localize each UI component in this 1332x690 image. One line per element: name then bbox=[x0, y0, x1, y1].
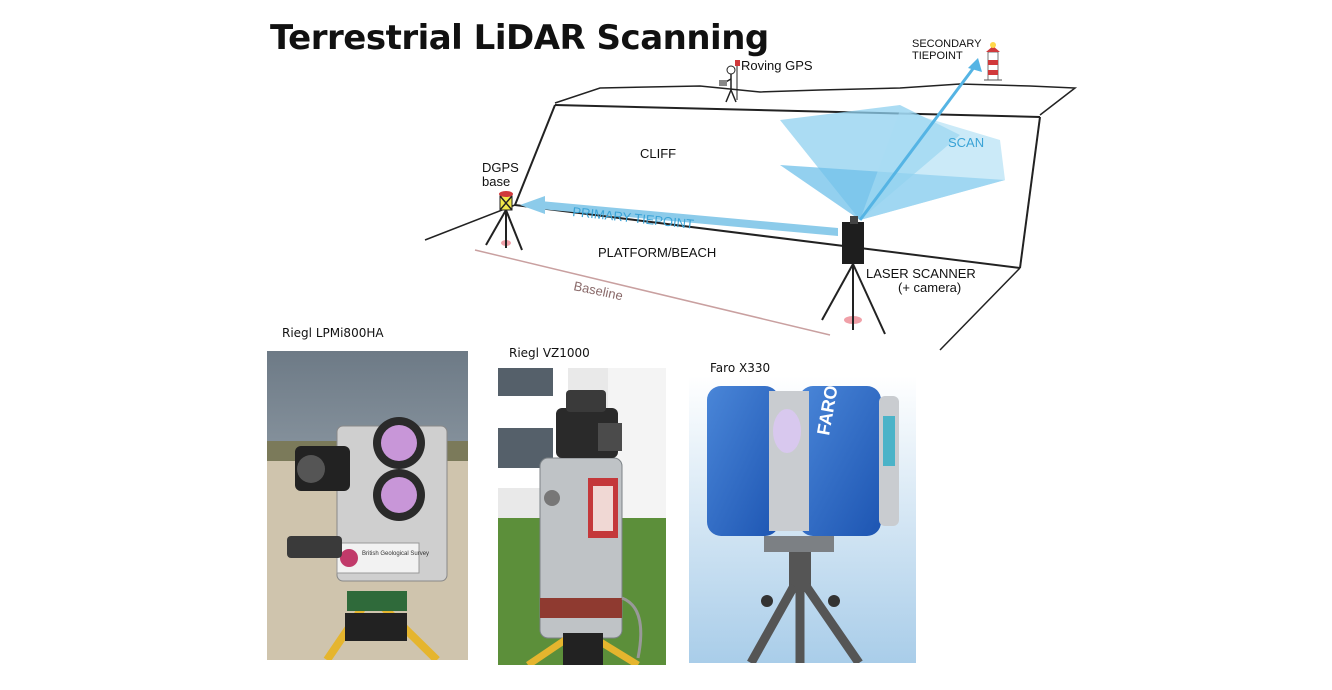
bgs-brand-text: British Geological Survey bbox=[362, 551, 429, 557]
secondary-tiepoint-label-line2: TIEPOINT bbox=[912, 50, 963, 62]
cliff-top-edge bbox=[554, 104, 1041, 118]
laser-scanner-label-line2: (+ camera) bbox=[898, 280, 961, 295]
cliff-base-edge bbox=[514, 204, 1021, 269]
platform-beach-label: PLATFORM/BEACH bbox=[598, 245, 716, 260]
cliff-right-edge bbox=[1019, 116, 1041, 269]
cliff-top-outline bbox=[554, 83, 1078, 116]
photo-caption-faro-x330: Faro X330 bbox=[710, 361, 771, 375]
scan-label: SCAN bbox=[948, 135, 984, 150]
cliff-left-edge bbox=[514, 104, 556, 206]
scan-fan-right bbox=[860, 110, 1005, 220]
scanner-photo-illustration bbox=[498, 368, 666, 665]
photo-caption-riegl-lpmi800ha: Riegl LPMi800HA bbox=[282, 326, 384, 340]
photo-faro-x330: FARO bbox=[689, 376, 916, 663]
beach-left-edge bbox=[424, 204, 516, 241]
lighthouse-icon bbox=[984, 42, 1002, 81]
photo-riegl-vz1000 bbox=[498, 368, 666, 665]
primary-tiepoint-arrowhead bbox=[520, 196, 545, 214]
roving-gps-person-icon bbox=[719, 60, 740, 103]
scanner-photo-illustration: FARO bbox=[689, 376, 916, 663]
photo-caption-riegl-vz1000: Riegl VZ1000 bbox=[509, 346, 590, 360]
beach-right-edge bbox=[939, 267, 1021, 351]
cliff-label: CLIFF bbox=[640, 146, 676, 161]
laser-scanner-icon bbox=[821, 216, 886, 335]
secondary-tiepoint-label-line1: SECONDARY bbox=[912, 38, 982, 50]
primary-tiepoint-arrow-body bbox=[540, 201, 838, 236]
secondary-tiepoint-ray bbox=[858, 61, 980, 221]
dgps-label-line2: base bbox=[482, 174, 510, 189]
dgps-label-line1: DGPS bbox=[482, 160, 519, 175]
laser-scanner-label-line1: LASER SCANNER bbox=[866, 266, 976, 281]
baseline-line bbox=[474, 249, 831, 336]
baseline-label: Baseline bbox=[572, 278, 624, 303]
photo-riegl-lpmi800ha: British Geological Survey bbox=[267, 351, 468, 660]
page-title: Terrestrial LiDAR Scanning bbox=[270, 18, 769, 58]
roving-gps-label: Roving GPS bbox=[741, 58, 813, 73]
primary-tiepoint-label: PRIMARY TIEPOINT bbox=[572, 204, 695, 232]
scanner-photo-illustration: British Geological Survey bbox=[267, 351, 468, 660]
secondary-ray-arrowhead bbox=[968, 58, 982, 72]
dgps-base-tripod-icon bbox=[485, 191, 523, 251]
